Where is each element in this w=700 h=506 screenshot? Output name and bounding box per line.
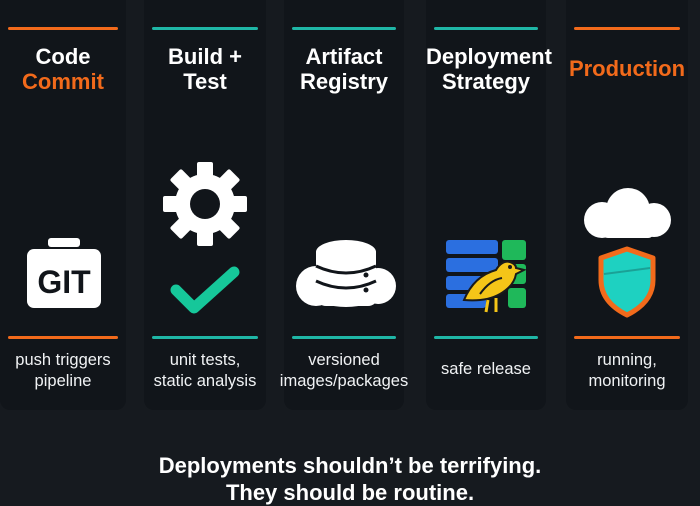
stage-title: Production	[566, 56, 688, 81]
stage-title-line2: Registry	[299, 69, 389, 94]
stage-description: safe release	[420, 359, 552, 380]
stage-title-line2: Test	[183, 69, 227, 94]
stage-title-line1: Code	[35, 44, 91, 69]
stage-description: versioned images/packages	[278, 350, 410, 392]
stage-desc-line2: images/packages	[279, 372, 409, 390]
stage-code-commit: Code Commit GIT push triggers pipeline	[0, 0, 126, 410]
git-icon-label: GIT	[37, 264, 91, 300]
stage-title: Code Commit	[0, 44, 126, 94]
stage-mid-bar	[434, 336, 538, 339]
shield-icon	[596, 246, 658, 318]
stage-artifact-registry: Artifact Registry	[280, 0, 408, 410]
stage-desc-line1: versioned	[308, 351, 380, 369]
stage-desc-line1: push triggers	[15, 351, 111, 369]
gear-icon	[162, 161, 248, 247]
stage-top-bar	[292, 27, 396, 30]
stage-mid-bar	[152, 336, 258, 339]
cloud-icon	[580, 186, 674, 240]
stage-description: running, monitoring	[560, 350, 694, 392]
tagline-line2: They should be routine.	[225, 480, 475, 505]
tagline-line1: Deployments shouldn’t be terrifying.	[158, 453, 542, 478]
stage-title-line1: Artifact	[305, 44, 383, 69]
stage-description: push triggers pipeline	[0, 350, 132, 392]
stage-desc-line1: unit tests,	[169, 351, 241, 369]
stage-title-line2: Commit	[22, 69, 104, 94]
stage-mid-bar	[8, 336, 118, 339]
stage-title-line2: Strategy	[441, 69, 531, 94]
stage-mid-bar	[292, 336, 396, 339]
canary-icon	[444, 238, 528, 318]
git-icon: GIT	[26, 236, 102, 310]
stage-top-bar	[8, 27, 118, 30]
stage-desc-line1: safe release	[441, 360, 531, 378]
stage-title: Build + Test	[144, 44, 266, 94]
stage-title-line1: Build +	[168, 44, 242, 69]
checkmark-icon	[170, 266, 240, 316]
stage-desc-line2: static analysis	[153, 372, 257, 390]
stage-production: Production running, monitoring	[566, 0, 688, 410]
stage-desc-line2: pipeline	[34, 372, 92, 390]
stage-title-line1: Deployment	[426, 44, 552, 69]
stage-title: Deployment Strategy	[426, 44, 552, 94]
stage-deployment-strategy: Deployment Strategy safe release	[426, 0, 552, 410]
stage-description: unit tests, static analysis	[138, 350, 272, 392]
stage-desc-line1: running,	[597, 351, 657, 369]
stage-top-bar	[152, 27, 258, 30]
stage-top-bar	[574, 27, 680, 30]
tagline: Deployments shouldn’t be terrifying. The…	[0, 452, 700, 506]
stage-title-line1: Production	[568, 56, 686, 81]
stage-top-bar	[434, 27, 538, 30]
stage-desc-line2: monitoring	[588, 372, 666, 390]
stage-title: Artifact Registry	[284, 44, 404, 94]
stage-mid-bar	[574, 336, 680, 339]
database-cloud-icon	[296, 236, 396, 312]
stage-build-test: Build + Test	[144, 0, 266, 410]
